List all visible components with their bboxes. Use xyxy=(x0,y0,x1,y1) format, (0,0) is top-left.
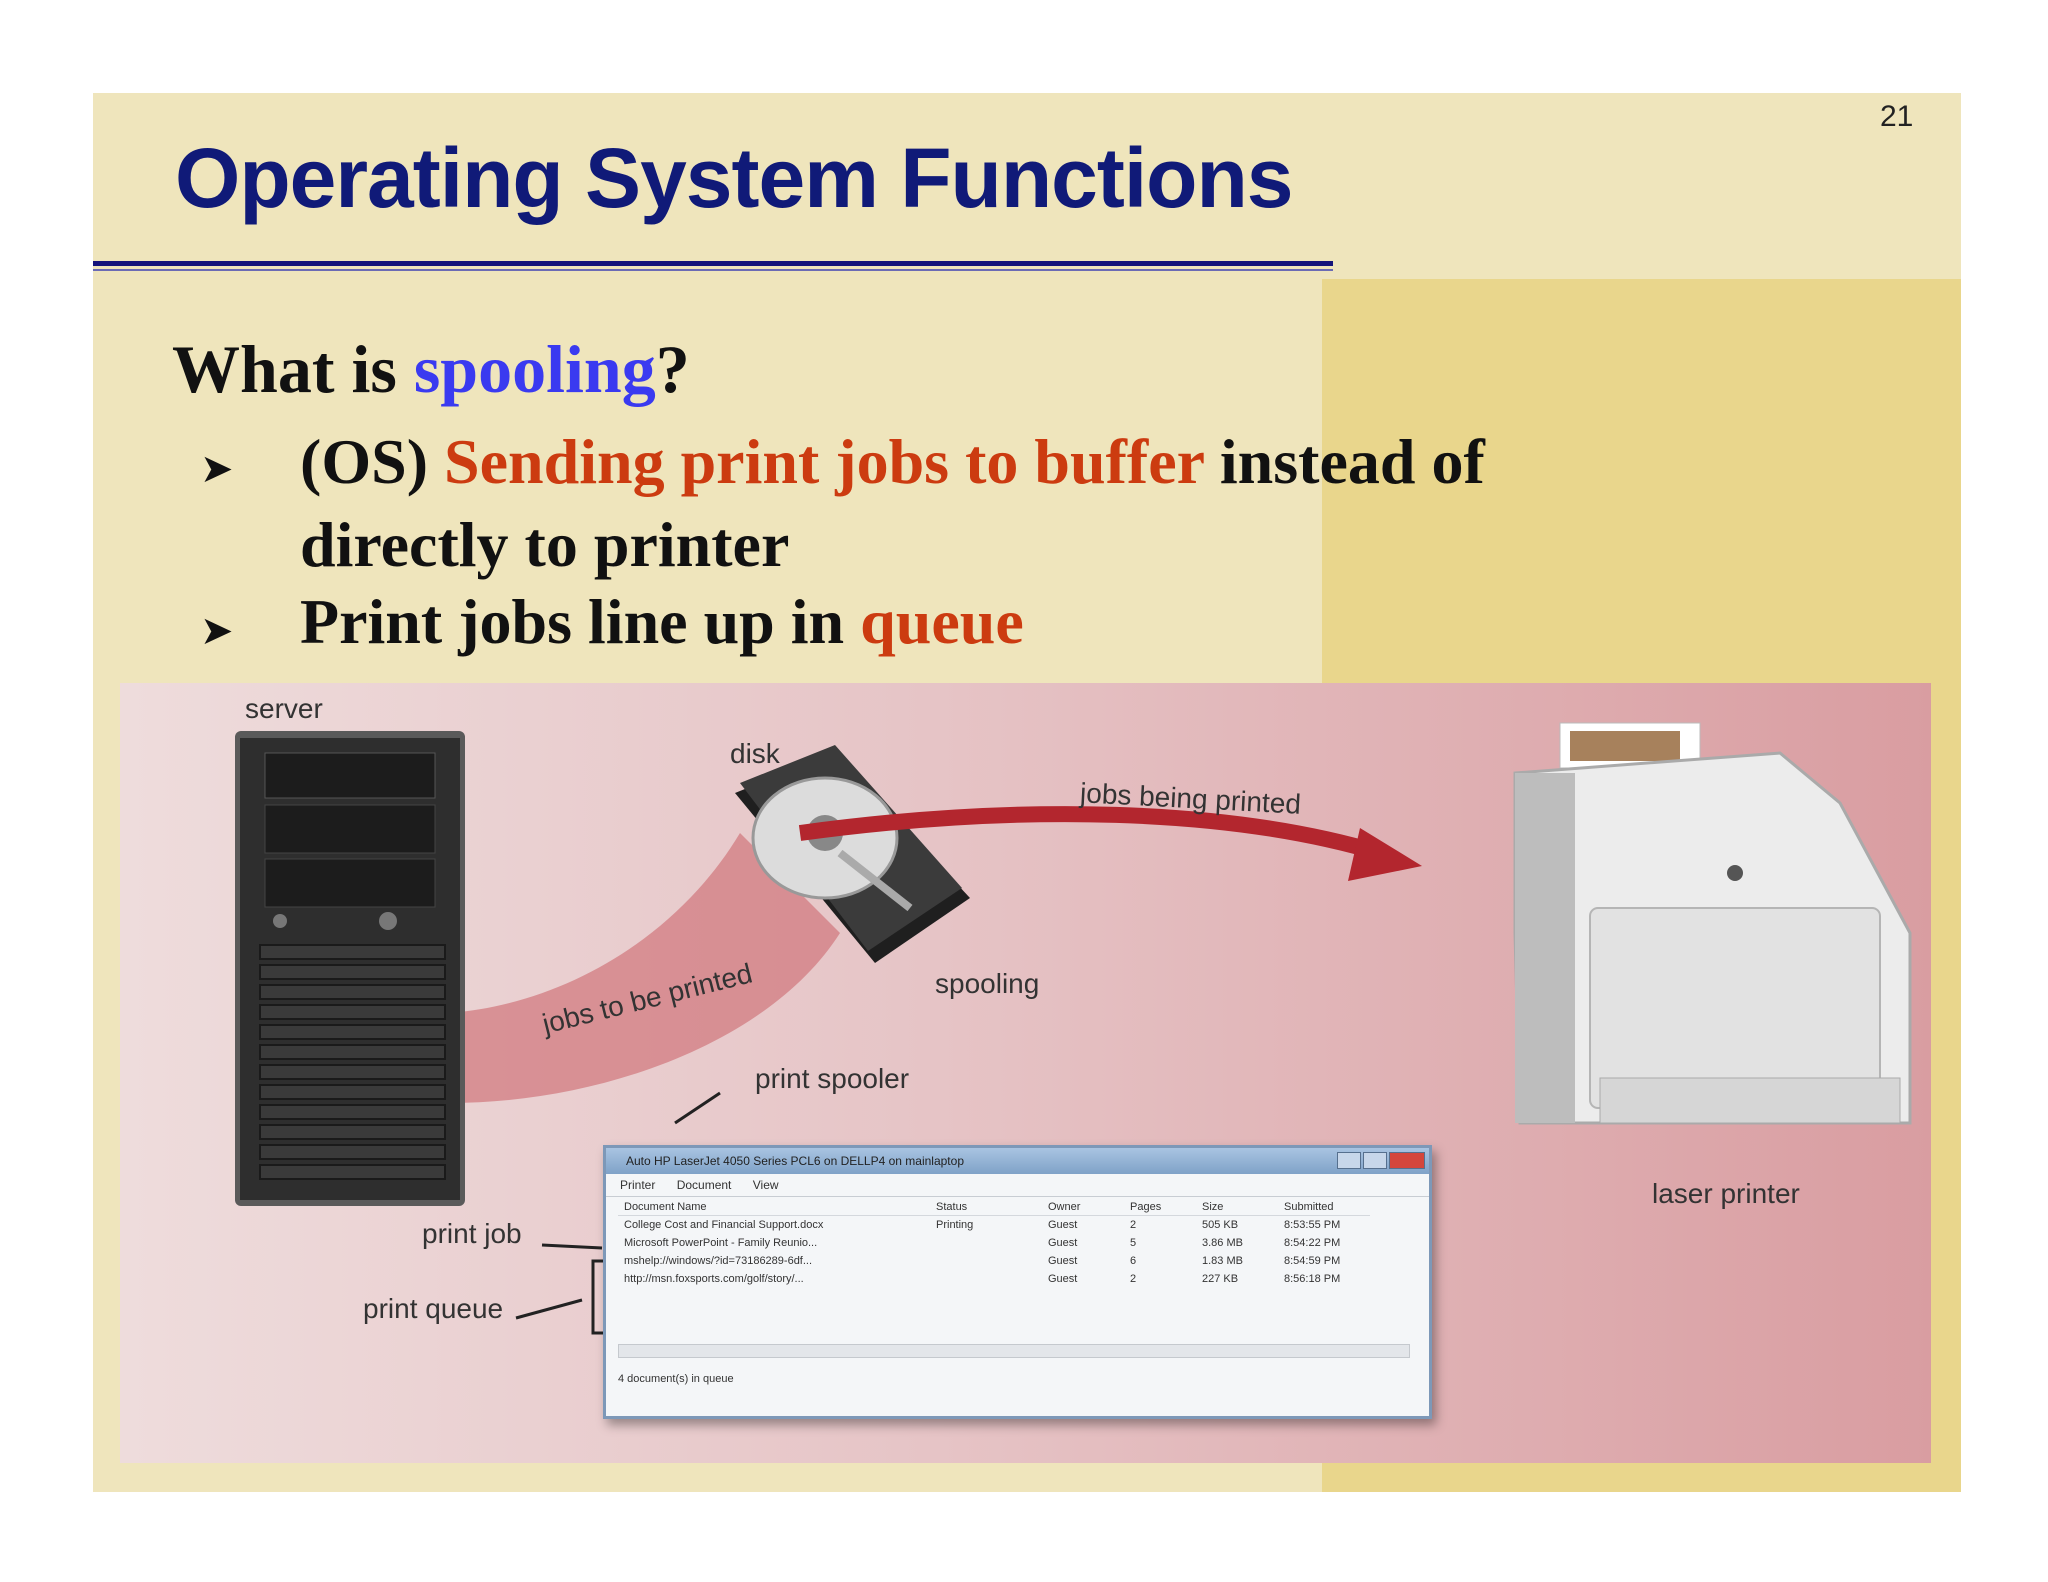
size-cell: 1.83 MB xyxy=(1202,1255,1243,1267)
owner-cell: Guest xyxy=(1048,1255,1078,1267)
slide-number: 21 xyxy=(1880,100,1914,133)
disk-label: disk xyxy=(730,738,780,769)
print-queue-label: print queue xyxy=(363,1293,504,1324)
column-header-status[interactable]: Status xyxy=(930,1197,1042,1216)
bullet-2-prefix: Print jobs line up in xyxy=(300,586,861,657)
close-icon[interactable] xyxy=(1389,1152,1425,1169)
spooling-label: spooling xyxy=(935,968,1040,999)
question-prefix: What is xyxy=(172,331,414,407)
submitted-cell: 8:56:18 PM xyxy=(1284,1273,1341,1285)
submitted-cell: 8:54:59 PM xyxy=(1284,1255,1341,1267)
status-cell xyxy=(930,1252,1042,1270)
bullet-1-prefix: (OS) xyxy=(300,426,444,497)
arrow-bullet-icon: ➤ xyxy=(200,447,234,491)
question-suffix: ? xyxy=(655,331,690,407)
print-queue-pointer xyxy=(515,1298,583,1320)
document-name-cell: College Cost and Financial Support.docx xyxy=(624,1219,824,1231)
bullet-1-highlight: Sending print jobs to buffer xyxy=(444,426,1204,497)
status-cell xyxy=(930,1234,1042,1252)
document-name-cell: Microsoft PowerPoint - Family Reunio... xyxy=(624,1237,818,1249)
status-cell xyxy=(930,1270,1042,1288)
arrow-head-icon xyxy=(1348,828,1422,881)
spooler-titlebar[interactable]: Auto HP LaserJet 4050 Series PCL6 on DEL… xyxy=(606,1148,1429,1174)
bullet-1-suffix: instead of directly to printer xyxy=(300,426,1485,580)
table-row[interactable]: mshelp://windows/?id=73186289-6df... Gue… xyxy=(618,1252,1370,1270)
question-keyword: spooling xyxy=(413,331,656,407)
column-header-pages[interactable]: Pages xyxy=(1124,1197,1196,1216)
maximize-icon[interactable] xyxy=(1363,1152,1387,1169)
table-row[interactable]: http://msn.foxsports.com/golf/story/... … xyxy=(618,1270,1370,1288)
table-row[interactable]: College Cost and Financial Support.docx … xyxy=(618,1216,1370,1235)
jobs-being-printed-arrow xyxy=(798,806,1383,861)
column-header-owner[interactable]: Owner xyxy=(1042,1197,1124,1216)
laser-printer-icon xyxy=(1513,722,1912,1125)
title-underline-thin xyxy=(93,269,1333,271)
column-header-submitted[interactable]: Submitted xyxy=(1278,1197,1370,1216)
illustration-graphics xyxy=(235,722,1912,1335)
pages-cell: 2 xyxy=(1130,1219,1137,1231)
menu-view[interactable]: View xyxy=(752,1178,779,1192)
status-cell: Printing xyxy=(936,1219,974,1231)
size-cell: 227 KB xyxy=(1202,1273,1239,1285)
print-spooler-label: print spooler xyxy=(755,1063,910,1094)
spooler-title: Auto HP LaserJet 4050 Series PCL6 on DEL… xyxy=(626,1154,964,1168)
window-controls xyxy=(1335,1152,1425,1174)
bullet-1: (OS) Sending print jobs to buffer instea… xyxy=(300,420,1600,586)
spooler-menu-bar: Printer Document View xyxy=(606,1174,1429,1197)
menu-printer[interactable]: Printer xyxy=(620,1178,656,1192)
jobs-to-be-printed-band xyxy=(450,833,840,1103)
owner-cell: Guest xyxy=(1048,1273,1078,1285)
bullet-2: Print jobs line up in queue xyxy=(300,585,1024,659)
horizontal-scrollbar[interactable] xyxy=(618,1344,1410,1358)
question-heading: What is spooling? xyxy=(172,330,690,409)
arrow-bullet-icon: ➤ xyxy=(200,609,234,653)
bullet-2-highlight: queue xyxy=(860,586,1024,657)
pages-cell: 5 xyxy=(1130,1237,1137,1249)
slide-title: Operating System Functions xyxy=(175,131,1294,225)
owner-cell: Guest xyxy=(1048,1219,1078,1231)
spooler-status-bar: 4 document(s) in queue xyxy=(618,1373,734,1385)
server-icon xyxy=(235,731,465,1206)
pages-cell: 2 xyxy=(1130,1273,1137,1285)
title-underline xyxy=(93,261,1333,266)
hard-disk-icon xyxy=(735,745,970,963)
submitted-cell: 8:53:55 PM xyxy=(1284,1219,1341,1231)
document-name-cell: mshelp://windows/?id=73186289-6df... xyxy=(624,1255,813,1267)
laser-printer-label: laser printer xyxy=(1652,1178,1800,1209)
minimize-icon[interactable] xyxy=(1337,1152,1361,1169)
print-job-label: print job xyxy=(422,1218,522,1249)
size-cell: 505 KB xyxy=(1202,1219,1239,1231)
column-header-size[interactable]: Size xyxy=(1196,1197,1278,1216)
owner-cell: Guest xyxy=(1048,1237,1078,1249)
print-queue-table: Document Name Status Owner Pages Size Su… xyxy=(618,1197,1370,1288)
pages-cell: 6 xyxy=(1130,1255,1137,1267)
document-name-cell: http://msn.foxsports.com/golf/story/... xyxy=(624,1273,804,1285)
submitted-cell: 8:54:22 PM xyxy=(1284,1237,1341,1249)
print-job-pointer xyxy=(541,1243,603,1250)
server-label: server xyxy=(245,693,323,724)
print-spooler-window[interactable]: Auto HP LaserJet 4050 Series PCL6 on DEL… xyxy=(603,1145,1432,1419)
size-cell: 3.86 MB xyxy=(1202,1237,1243,1249)
menu-document[interactable]: Document xyxy=(676,1178,732,1192)
column-header-document-name[interactable]: Document Name xyxy=(618,1197,930,1216)
table-row[interactable]: Microsoft PowerPoint - Family Reunio... … xyxy=(618,1234,1370,1252)
spooling-illustration: server disk jobs being printed jobs to b… xyxy=(120,683,1931,1463)
print-spooler-pointer xyxy=(674,1091,721,1125)
